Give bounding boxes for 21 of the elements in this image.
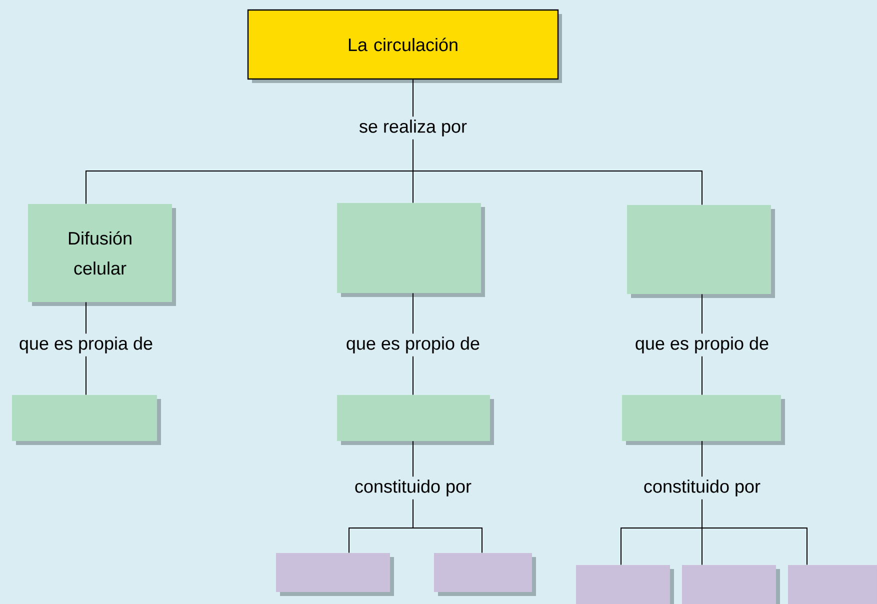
concept-box [788, 565, 877, 604]
concept-box [337, 203, 485, 297]
concept-box [622, 395, 785, 445]
concept-box [12, 395, 161, 445]
edge-label: que es propia de [16, 334, 156, 356]
edge-label: que es propio de [632, 334, 772, 356]
connector-line [412, 440, 482, 554]
edge-label: que es propio de [342, 334, 484, 356]
concept-box [682, 565, 780, 604]
concept-box [337, 395, 494, 445]
concept-box: Difusión celular [28, 204, 176, 306]
concept-box [276, 553, 394, 596]
edge-label: constituido por [640, 476, 764, 500]
concept-box [434, 553, 536, 596]
edge-label: constituido por [351, 476, 475, 500]
connector-line [412, 79, 702, 206]
concept-box [627, 205, 775, 298]
concept-box [576, 565, 674, 604]
edge-label: se realiza por [356, 116, 470, 140]
title-box: La circulación [247, 9, 562, 83]
connector-line [702, 440, 808, 566]
